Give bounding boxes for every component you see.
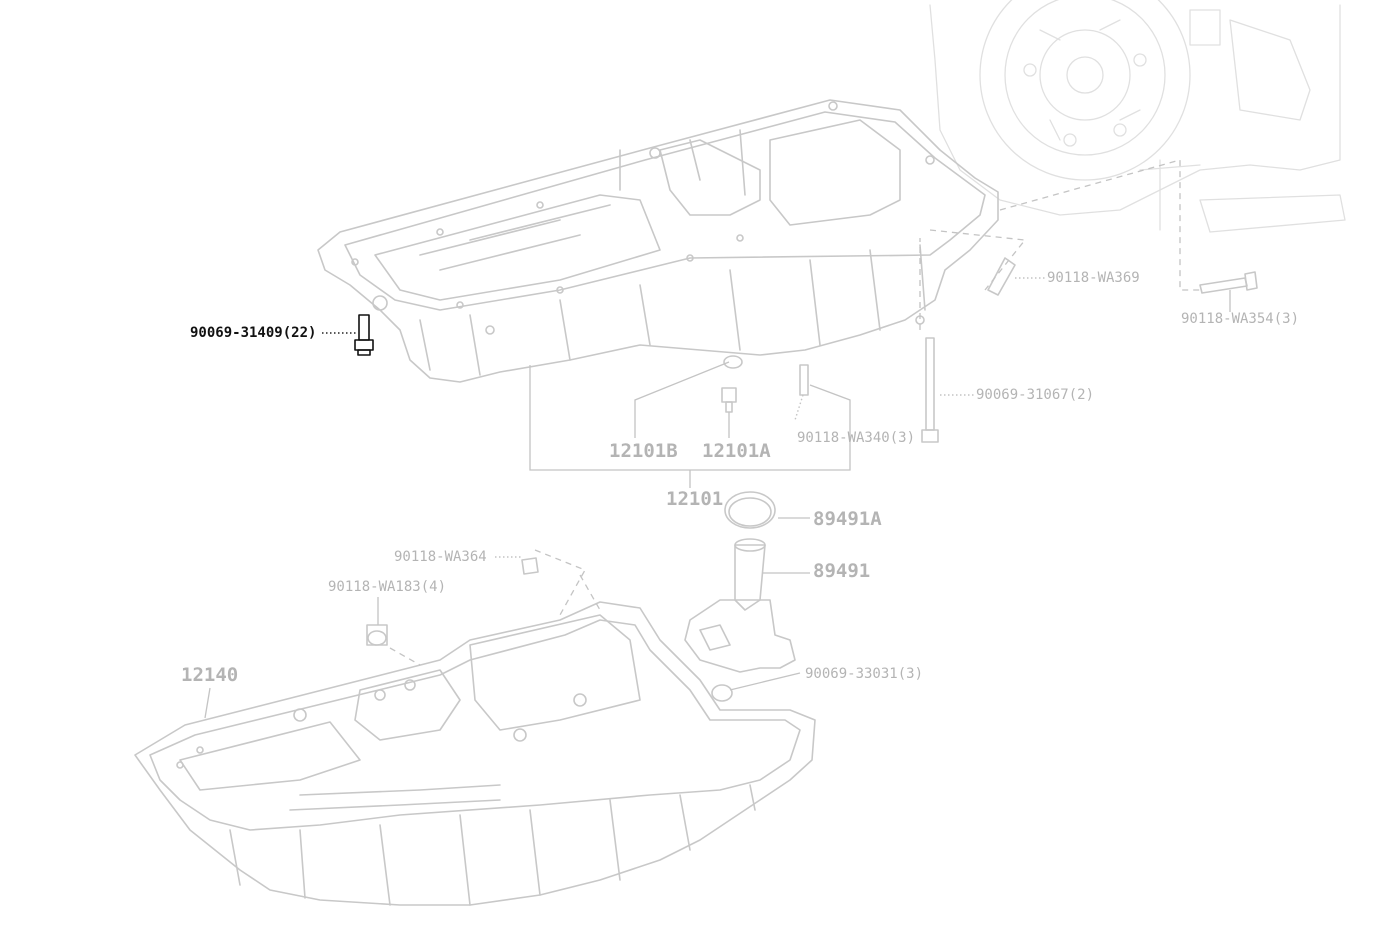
oil-level-sensor-drawing xyxy=(684,491,796,673)
label-89491[interactable]: 89491 xyxy=(813,560,871,582)
label-90069-33031[interactable]: 90069-33031(3) xyxy=(805,666,924,682)
label-89491a[interactable]: 89491A xyxy=(813,508,882,530)
label-90069-31409[interactable]: 90069-31409(22) xyxy=(190,325,317,341)
label-12101a[interactable]: 12101A xyxy=(702,440,771,462)
label-90118-wa183[interactable]: 90118-WA183(4) xyxy=(328,579,447,595)
label-90118-wa364[interactable]: 90118-WA364 xyxy=(394,549,487,565)
label-12101b[interactable]: 12101B xyxy=(609,440,678,462)
label-12140[interactable]: 12140 xyxy=(181,664,239,686)
transmission-housing-drawing xyxy=(929,0,1346,233)
label-90069-31067[interactable]: 90069-31067(2) xyxy=(976,387,1095,403)
fasteners-drawing xyxy=(354,257,1258,702)
label-90118-wa369[interactable]: 90118-WA369 xyxy=(1047,270,1140,286)
lower-oil-pan-drawing xyxy=(134,601,816,906)
label-12101[interactable]: 12101 xyxy=(666,488,724,510)
label-90118-wa354[interactable]: 90118-WA354(3) xyxy=(1181,311,1300,327)
label-90118-wa340[interactable]: 90118-WA340(3) xyxy=(797,430,916,446)
upper-oil-pan-drawing xyxy=(317,99,999,383)
leader-lines xyxy=(204,159,1231,719)
